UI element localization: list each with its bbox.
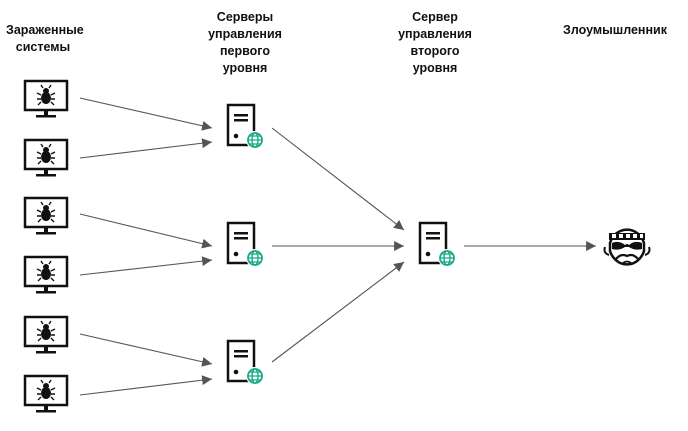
arrow-tier1a-tier2 [271, 127, 405, 231]
server-icon [226, 221, 266, 269]
infected-computer-icon [23, 138, 69, 178]
infected-computer-icon [23, 315, 69, 355]
label-tier2-server: Сервер управления второго уровня [398, 10, 472, 75]
label-tier1-servers: Серверы управления первого уровня [208, 10, 282, 75]
arrow-infected1-tier1a [79, 97, 213, 131]
label-infected-systems: Зараженные системы [6, 23, 84, 54]
infected-computer-icon [23, 79, 69, 119]
label-attacker: Злоумышленник [563, 23, 667, 37]
connections [79, 97, 596, 396]
infected-computer-icon [23, 255, 69, 295]
arrow-tier1c-tier2 [271, 261, 405, 363]
arrow-infected5-tier1c [79, 333, 213, 367]
arrow-infected2-tier1a [79, 138, 213, 159]
infected-computer-icon [23, 196, 69, 236]
server-icon [226, 339, 266, 387]
arrow-infected6-tier1c [79, 375, 213, 396]
infected-computer-icon [23, 374, 69, 414]
server-icon [226, 103, 266, 151]
arrow-infected4-tier1b [79, 256, 213, 276]
attacker-icon [603, 228, 651, 266]
server-icon [418, 221, 458, 269]
arrow-infected3-tier1b [79, 213, 213, 249]
